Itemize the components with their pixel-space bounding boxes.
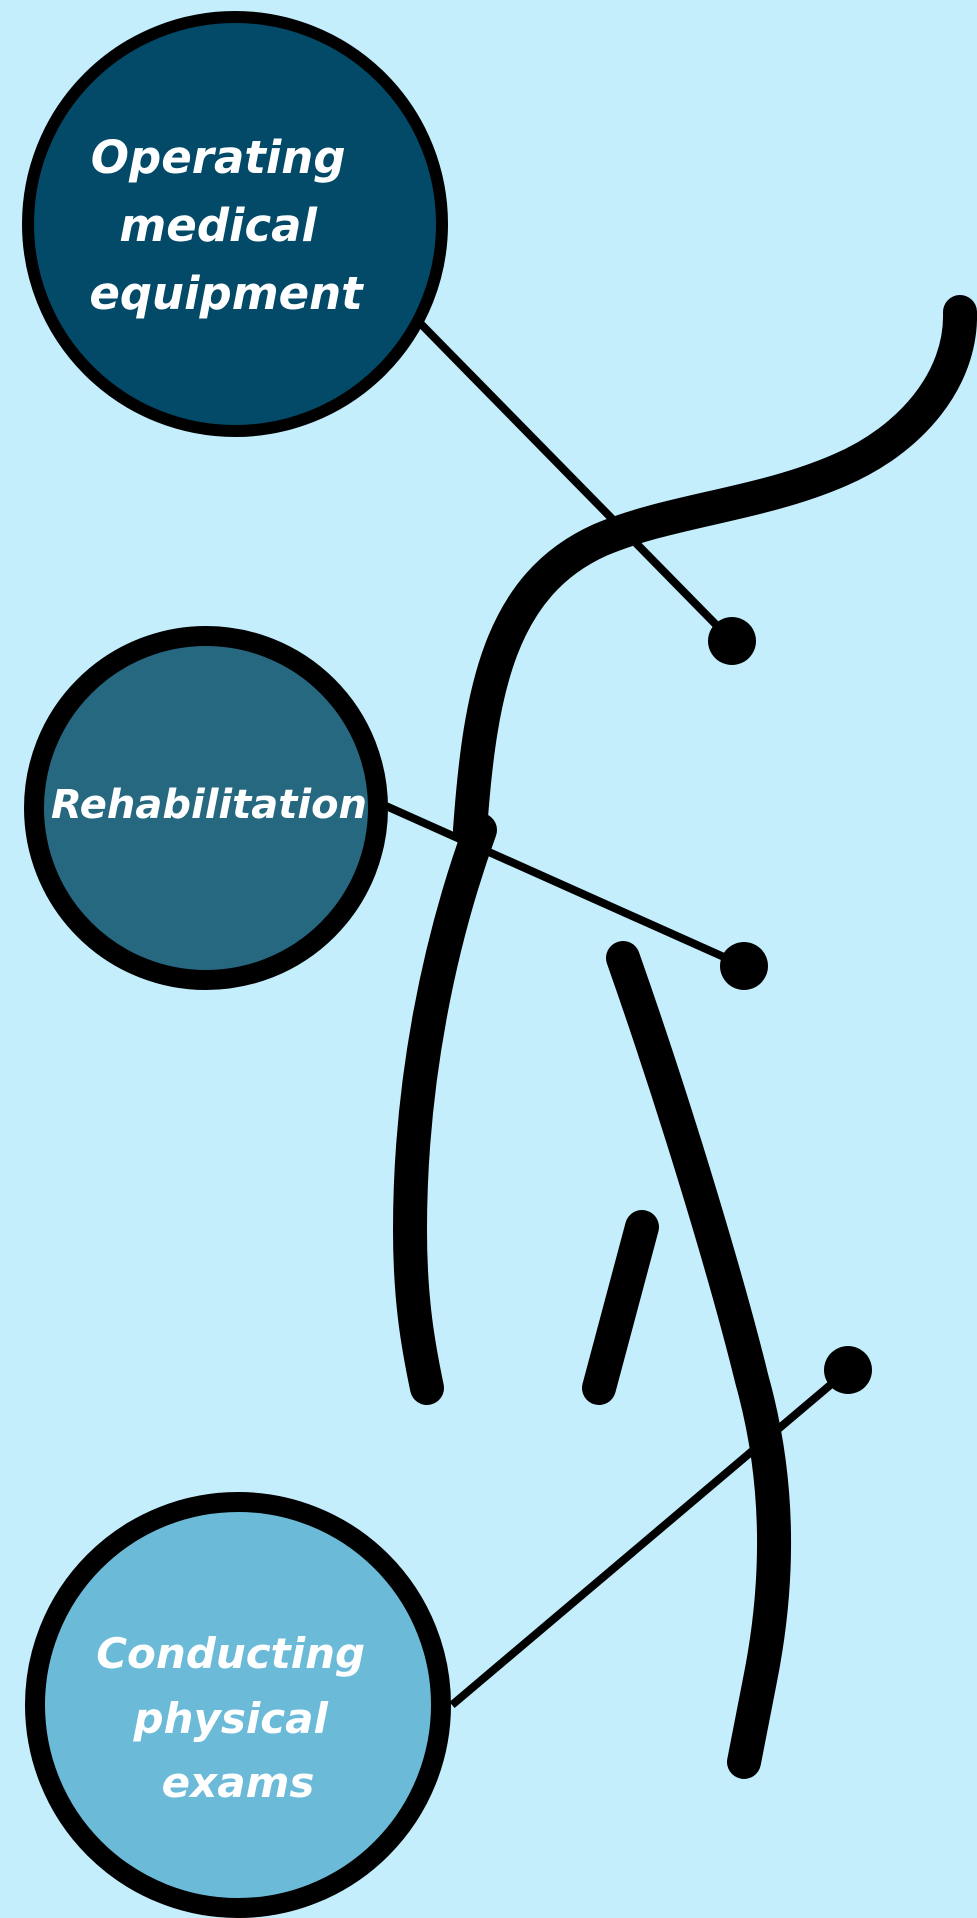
node-label: Operating medical equipment — [89, 131, 364, 320]
node-rehabilitation: Rehabilitation — [34, 636, 378, 980]
node-label-line: equipment — [89, 267, 364, 320]
node-label-line: physical — [133, 1694, 329, 1743]
node-label-line: Rehabilitation — [51, 782, 367, 828]
connector-dot-conducting-physical-exams — [824, 1346, 872, 1394]
node-label-line: Operating — [91, 131, 346, 184]
connector-dot-rehabilitation — [720, 942, 768, 990]
node-operating-medical-equipment: Operating medical equipment — [28, 17, 442, 431]
node-label: Rehabilitation — [51, 782, 367, 828]
node-label-line: exams — [162, 1758, 315, 1807]
node-label-line: Conducting — [96, 1629, 365, 1678]
connector-dot-operating-medical-equipment — [708, 617, 756, 665]
node-label-line: medical — [119, 199, 317, 252]
node-conducting-physical-exams: Conducting physical exams — [35, 1502, 441, 1908]
